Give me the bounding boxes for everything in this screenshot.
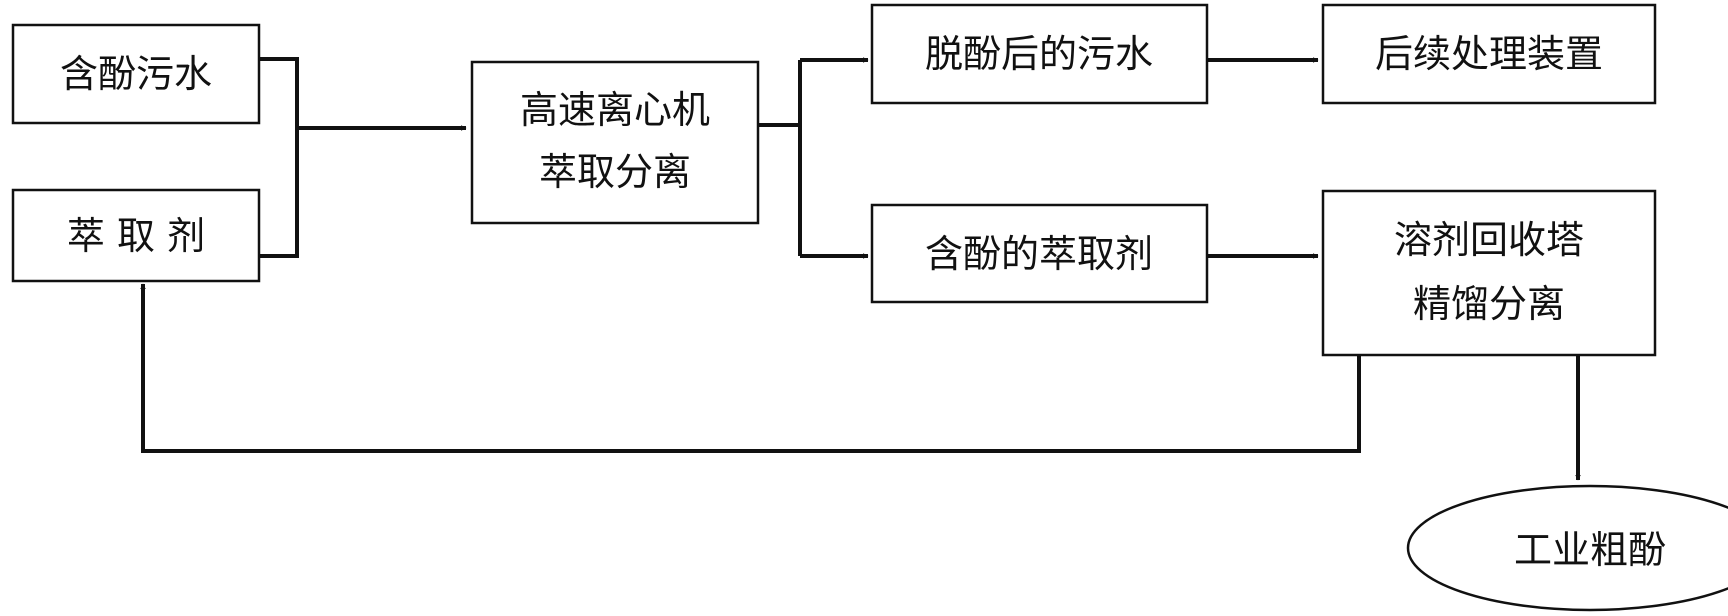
node-dephenolized-water-box [870,3,1209,105]
connector-recycle-loop [140,283,1361,453]
node-crude-phenol: 工业粗酚 [1406,484,1728,612]
connector-centrifuge-split [758,60,802,127]
node-phenolic-extractant-label: 含酚的萃取剂 [925,232,1153,276]
node-phenolic-extractant-box [870,203,1209,304]
node-extractant-label: 萃 取 剂 [67,214,205,258]
node-wastewater: 含酚污水 [11,23,261,125]
node-wastewater-label: 含酚污水 [60,52,212,96]
node-crude-phenol-label: 工业粗酚 [1514,528,1666,572]
node-followup-device-box [1321,3,1657,105]
node-recovery-tower: 溶剂回收塔 精馏分离 [1321,189,1657,357]
node-extractant-box [11,188,261,283]
node-extractant: 萃 取 剂 [11,188,261,283]
node-wastewater-box [11,23,261,125]
node-centrifuge-line1: 高速离心机 [520,88,710,132]
node-crude-phenol-ellipse [1406,484,1728,612]
connector-wastewater-merge [259,57,299,258]
node-centrifuge-line2: 萃取分离 [539,150,691,194]
node-recovery-tower-line2: 精馏分离 [1413,282,1565,326]
node-recovery-tower-line1: 溶剂回收塔 [1394,218,1584,262]
node-centrifuge-box [470,60,760,225]
node-dephenolized-water: 脱酚后的污水 [870,3,1209,105]
node-followup-device-label: 后续处理装置 [1375,32,1603,76]
node-dephenolized-water-label: 脱酚后的污水 [925,32,1153,76]
node-centrifuge: 高速离心机 萃取分离 [470,60,760,225]
node-followup-device: 后续处理装置 [1321,3,1657,105]
node-recovery-tower-box [1321,189,1657,357]
node-phenolic-extractant: 含酚的萃取剂 [870,203,1209,304]
connectors [140,57,1581,481]
